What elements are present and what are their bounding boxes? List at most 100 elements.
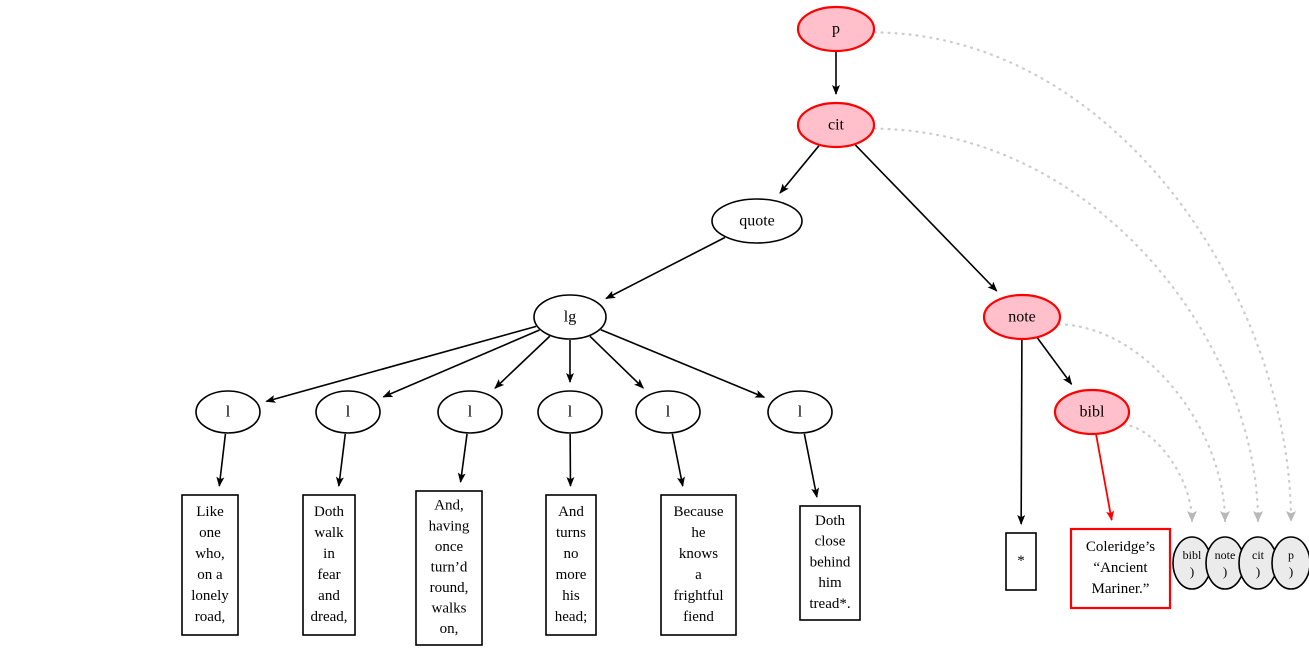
element-ellipse bbox=[711, 198, 803, 244]
text-box-line: his bbox=[562, 588, 580, 604]
node-label: lg bbox=[564, 309, 576, 326]
edge-cit-to-quote bbox=[779, 145, 820, 194]
node-cit-open-tag[interactable]: cit bbox=[796, 101, 876, 149]
text-frame bbox=[415, 490, 483, 646]
edge-lg-to-l1 bbox=[265, 325, 537, 403]
node-l3[interactable]: l bbox=[437, 390, 503, 434]
open-tag-ellipse bbox=[796, 5, 876, 53]
node-label: p bbox=[832, 21, 840, 38]
text-box-line: fear bbox=[317, 567, 340, 583]
text-box-line: and bbox=[318, 588, 340, 604]
highlighted-text-frame bbox=[1069, 527, 1172, 610]
text-box-line: walks bbox=[432, 601, 467, 617]
text-box-line: having bbox=[429, 518, 470, 534]
node-label: l bbox=[226, 404, 231, 421]
node-bibl-close[interactable]: bibl) bbox=[1172, 536, 1212, 590]
edge-quote-to-lg bbox=[605, 236, 726, 300]
closing-tag-link-cit-close bbox=[873, 127, 1263, 523]
element-ellipse bbox=[315, 390, 381, 434]
node-l1[interactable]: l bbox=[195, 390, 261, 434]
node-l6[interactable]: l bbox=[767, 390, 833, 434]
text-box-line: lonely bbox=[191, 588, 229, 604]
edge-l3-to-t3 bbox=[457, 433, 468, 483]
text-frame bbox=[799, 505, 861, 621]
node-quote[interactable]: quote bbox=[711, 198, 803, 244]
closing-tag-mark: ) bbox=[1256, 564, 1260, 579]
text-box-line: turn’d bbox=[431, 559, 468, 575]
text-box-t5[interactable]: Because he knows a frightful fiend bbox=[660, 494, 737, 636]
text-box-line: “Ancient bbox=[1093, 560, 1148, 576]
element-ellipse bbox=[437, 390, 503, 434]
text-box-line: no bbox=[564, 546, 579, 562]
node-l5[interactable]: l bbox=[635, 390, 701, 434]
element-ellipse bbox=[635, 390, 701, 434]
text-box-line: one bbox=[199, 525, 221, 541]
node-bibl-open-tag[interactable]: bibl bbox=[1053, 388, 1131, 436]
text-box-line: more bbox=[556, 567, 587, 583]
element-ellipse bbox=[767, 390, 833, 434]
element-ellipse bbox=[533, 294, 607, 340]
text-box-line: frightful bbox=[674, 588, 724, 604]
element-ellipse bbox=[195, 390, 261, 434]
edge-l1-to-t1 bbox=[216, 433, 227, 487]
node-label: cit bbox=[828, 117, 845, 134]
text-box-line: him bbox=[818, 575, 842, 591]
text-box-line: once bbox=[435, 539, 464, 555]
node-l4[interactable]: l bbox=[537, 390, 603, 434]
node-label: l bbox=[468, 404, 473, 421]
node-label: bibl bbox=[1080, 404, 1105, 421]
edge-l5-to-t5 bbox=[671, 433, 685, 487]
edge-l2-to-t2 bbox=[335, 433, 347, 487]
text-box-line: turns bbox=[556, 525, 586, 541]
node-lg[interactable]: lg bbox=[533, 294, 607, 340]
closing-tag-links bbox=[873, 31, 1296, 523]
node-label: l bbox=[346, 404, 351, 421]
text-box-line: fiend bbox=[683, 609, 714, 625]
text-box-line: Like bbox=[196, 504, 224, 520]
edge-note-to-bibl bbox=[1036, 337, 1073, 386]
node-l2[interactable]: l bbox=[315, 390, 381, 434]
edge-lg-to-l2 bbox=[382, 329, 540, 398]
open-tag-ellipse bbox=[796, 101, 876, 149]
closing-tag-ellipse bbox=[1271, 536, 1309, 590]
element-ellipse bbox=[537, 390, 603, 434]
text-box-line: he bbox=[691, 525, 706, 541]
closing-tag-link-p-close bbox=[873, 31, 1296, 523]
closing-tag-label: note bbox=[1215, 548, 1236, 562]
text-box-tstar[interactable]: * bbox=[1005, 532, 1037, 591]
node-p-open-tag[interactable]: p bbox=[796, 5, 876, 53]
text-frame bbox=[1005, 532, 1037, 591]
text-box-line: head; bbox=[555, 609, 587, 625]
open-tag-ellipse bbox=[1053, 388, 1131, 436]
closing-tag-mark: ) bbox=[1289, 564, 1293, 579]
node-p-close[interactable]: p) bbox=[1271, 536, 1309, 590]
edge-lg-to-l6 bbox=[600, 328, 766, 398]
closing-tag-label: bibl bbox=[1183, 548, 1202, 562]
text-box-line: Mariner.” bbox=[1092, 581, 1150, 597]
text-box-line: road, bbox=[195, 609, 225, 625]
text-box-line: Because bbox=[674, 504, 724, 520]
closing-tag-link-bibl-close bbox=[1122, 423, 1197, 523]
text-box-line: tread*. bbox=[809, 596, 850, 612]
edge-lg-to-l5 bbox=[589, 335, 645, 389]
text-box-line: a bbox=[695, 567, 702, 583]
text-box-line: knows bbox=[679, 546, 718, 562]
text-box-line: * bbox=[1017, 553, 1025, 569]
node-label: l bbox=[798, 404, 803, 421]
text-box-line: on, bbox=[440, 621, 459, 637]
node-note-open-tag[interactable]: note bbox=[982, 293, 1062, 341]
tree-edges bbox=[216, 52, 1114, 525]
open-tag-ellipse bbox=[982, 293, 1062, 341]
closing-tag-mark: ) bbox=[1223, 564, 1227, 579]
node-cit-close[interactable]: cit) bbox=[1238, 536, 1278, 590]
closing-tag-label: cit bbox=[1252, 548, 1265, 562]
